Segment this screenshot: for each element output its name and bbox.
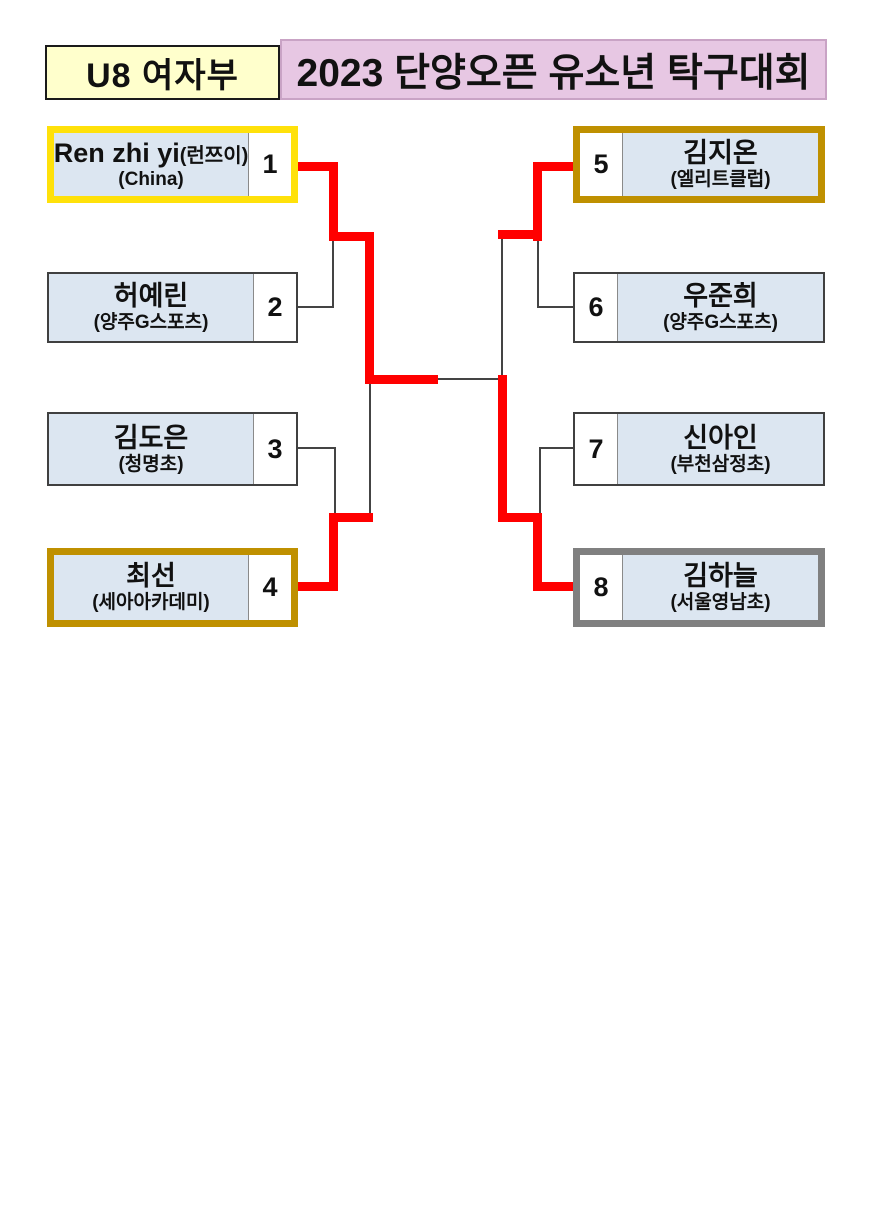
player-name-area: 신아인 (부천삼정초) [618, 414, 823, 484]
winner-path-segment [533, 582, 574, 591]
bracket-connector-segment [332, 236, 334, 308]
player-name: 신아인 [683, 422, 758, 453]
bracket-connector-segment [369, 380, 371, 517]
bracket-connector-segment [539, 447, 541, 515]
player-name: 김지온 [683, 138, 758, 169]
player-org: (China) [118, 169, 184, 191]
player-seed: 7 [575, 414, 618, 484]
player-org: (청명초) [118, 453, 184, 475]
player-name-area: 김지온 (엘리트클럽) [623, 133, 818, 196]
player-box-seed-4: 최선 (세아아카데미) 4 [47, 548, 298, 627]
player-org: (엘리트클럽) [670, 169, 771, 191]
player-name-area: 우준희 (양주G스포츠) [618, 274, 823, 341]
winner-path-segment [296, 162, 338, 171]
player-box-seed-3: 김도은 (청명초) 3 [47, 412, 298, 486]
player-name-area: Ren zhi yi(런쯔이) (China) [54, 133, 248, 196]
winner-path-segment [329, 232, 373, 241]
player-name-area: 김하늘 (서울영남초) [623, 555, 818, 620]
player-name: 김하늘 [683, 561, 758, 592]
player-org: (세아아카데미) [92, 592, 210, 614]
player-seed: 5 [580, 133, 623, 196]
player-name: 우준희 [683, 281, 758, 312]
player-seed: 1 [248, 133, 291, 196]
winner-path-segment [533, 513, 542, 591]
winner-path-segment [329, 513, 338, 591]
player-seed: 6 [575, 274, 618, 341]
bracket-connector-segment [438, 378, 502, 380]
winner-path-segment [329, 162, 338, 241]
player-box-seed-1: Ren zhi yi(런쯔이) (China) 1 [47, 126, 298, 203]
winner-path-segment [365, 232, 374, 384]
bracket-connector-segment [540, 447, 573, 449]
bracket-connector-segment [297, 447, 335, 449]
winner-path-segment [498, 230, 542, 239]
winner-path-segment [329, 513, 373, 522]
player-name-area: 김도은 (청명초) [49, 414, 253, 484]
winner-path-segment [296, 582, 338, 591]
player-seed: 2 [253, 274, 296, 341]
player-org: (서울영남초) [670, 592, 771, 614]
player-org: (부천삼정초) [670, 453, 771, 475]
bracket-connector-segment [538, 306, 573, 308]
player-box-seed-6: 6 우준희 (양주G스포츠) [573, 272, 825, 343]
division-label: U8 여자부 [45, 45, 280, 100]
player-box-seed-8: 8 김하늘 (서울영남초) [573, 548, 825, 627]
winner-path-segment [498, 375, 507, 522]
winner-path-segment [533, 162, 542, 241]
bracket-connector-segment [537, 236, 539, 308]
player-name-korean: (런쯔이) [179, 145, 248, 168]
winner-path-segment [365, 375, 438, 384]
winner-path-segment [534, 162, 574, 171]
player-name-area: 허예린 (양주G스포츠) [49, 274, 253, 341]
player-name: Ren zhi yi(런쯔이) [54, 138, 248, 169]
player-name: 김도은 [113, 422, 189, 453]
player-org: (양주G스포츠) [663, 312, 778, 334]
bracket-connector-segment [297, 306, 333, 308]
player-seed: 3 [253, 414, 296, 484]
player-name: 최선 [126, 561, 176, 592]
player-box-seed-2: 허예린 (양주G스포츠) 2 [47, 272, 298, 343]
player-name-en: Ren zhi yi [54, 138, 180, 169]
winner-path-segment [498, 513, 542, 522]
bracket-connector-segment [334, 447, 336, 515]
player-seed: 8 [580, 555, 623, 620]
player-org: (양주G스포츠) [93, 312, 209, 334]
player-name-area: 최선 (세아아카데미) [54, 555, 248, 620]
player-seed: 4 [248, 555, 291, 620]
tournament-title: 2023 단양오픈 유소년 탁구대회 [280, 39, 827, 100]
player-box-seed-5: 5 김지온 (엘리트클럽) [573, 126, 825, 203]
player-box-seed-7: 7 신아인 (부천삼정초) [573, 412, 825, 486]
bracket-connector-segment [501, 239, 503, 379]
player-name: 허예린 [113, 281, 189, 312]
